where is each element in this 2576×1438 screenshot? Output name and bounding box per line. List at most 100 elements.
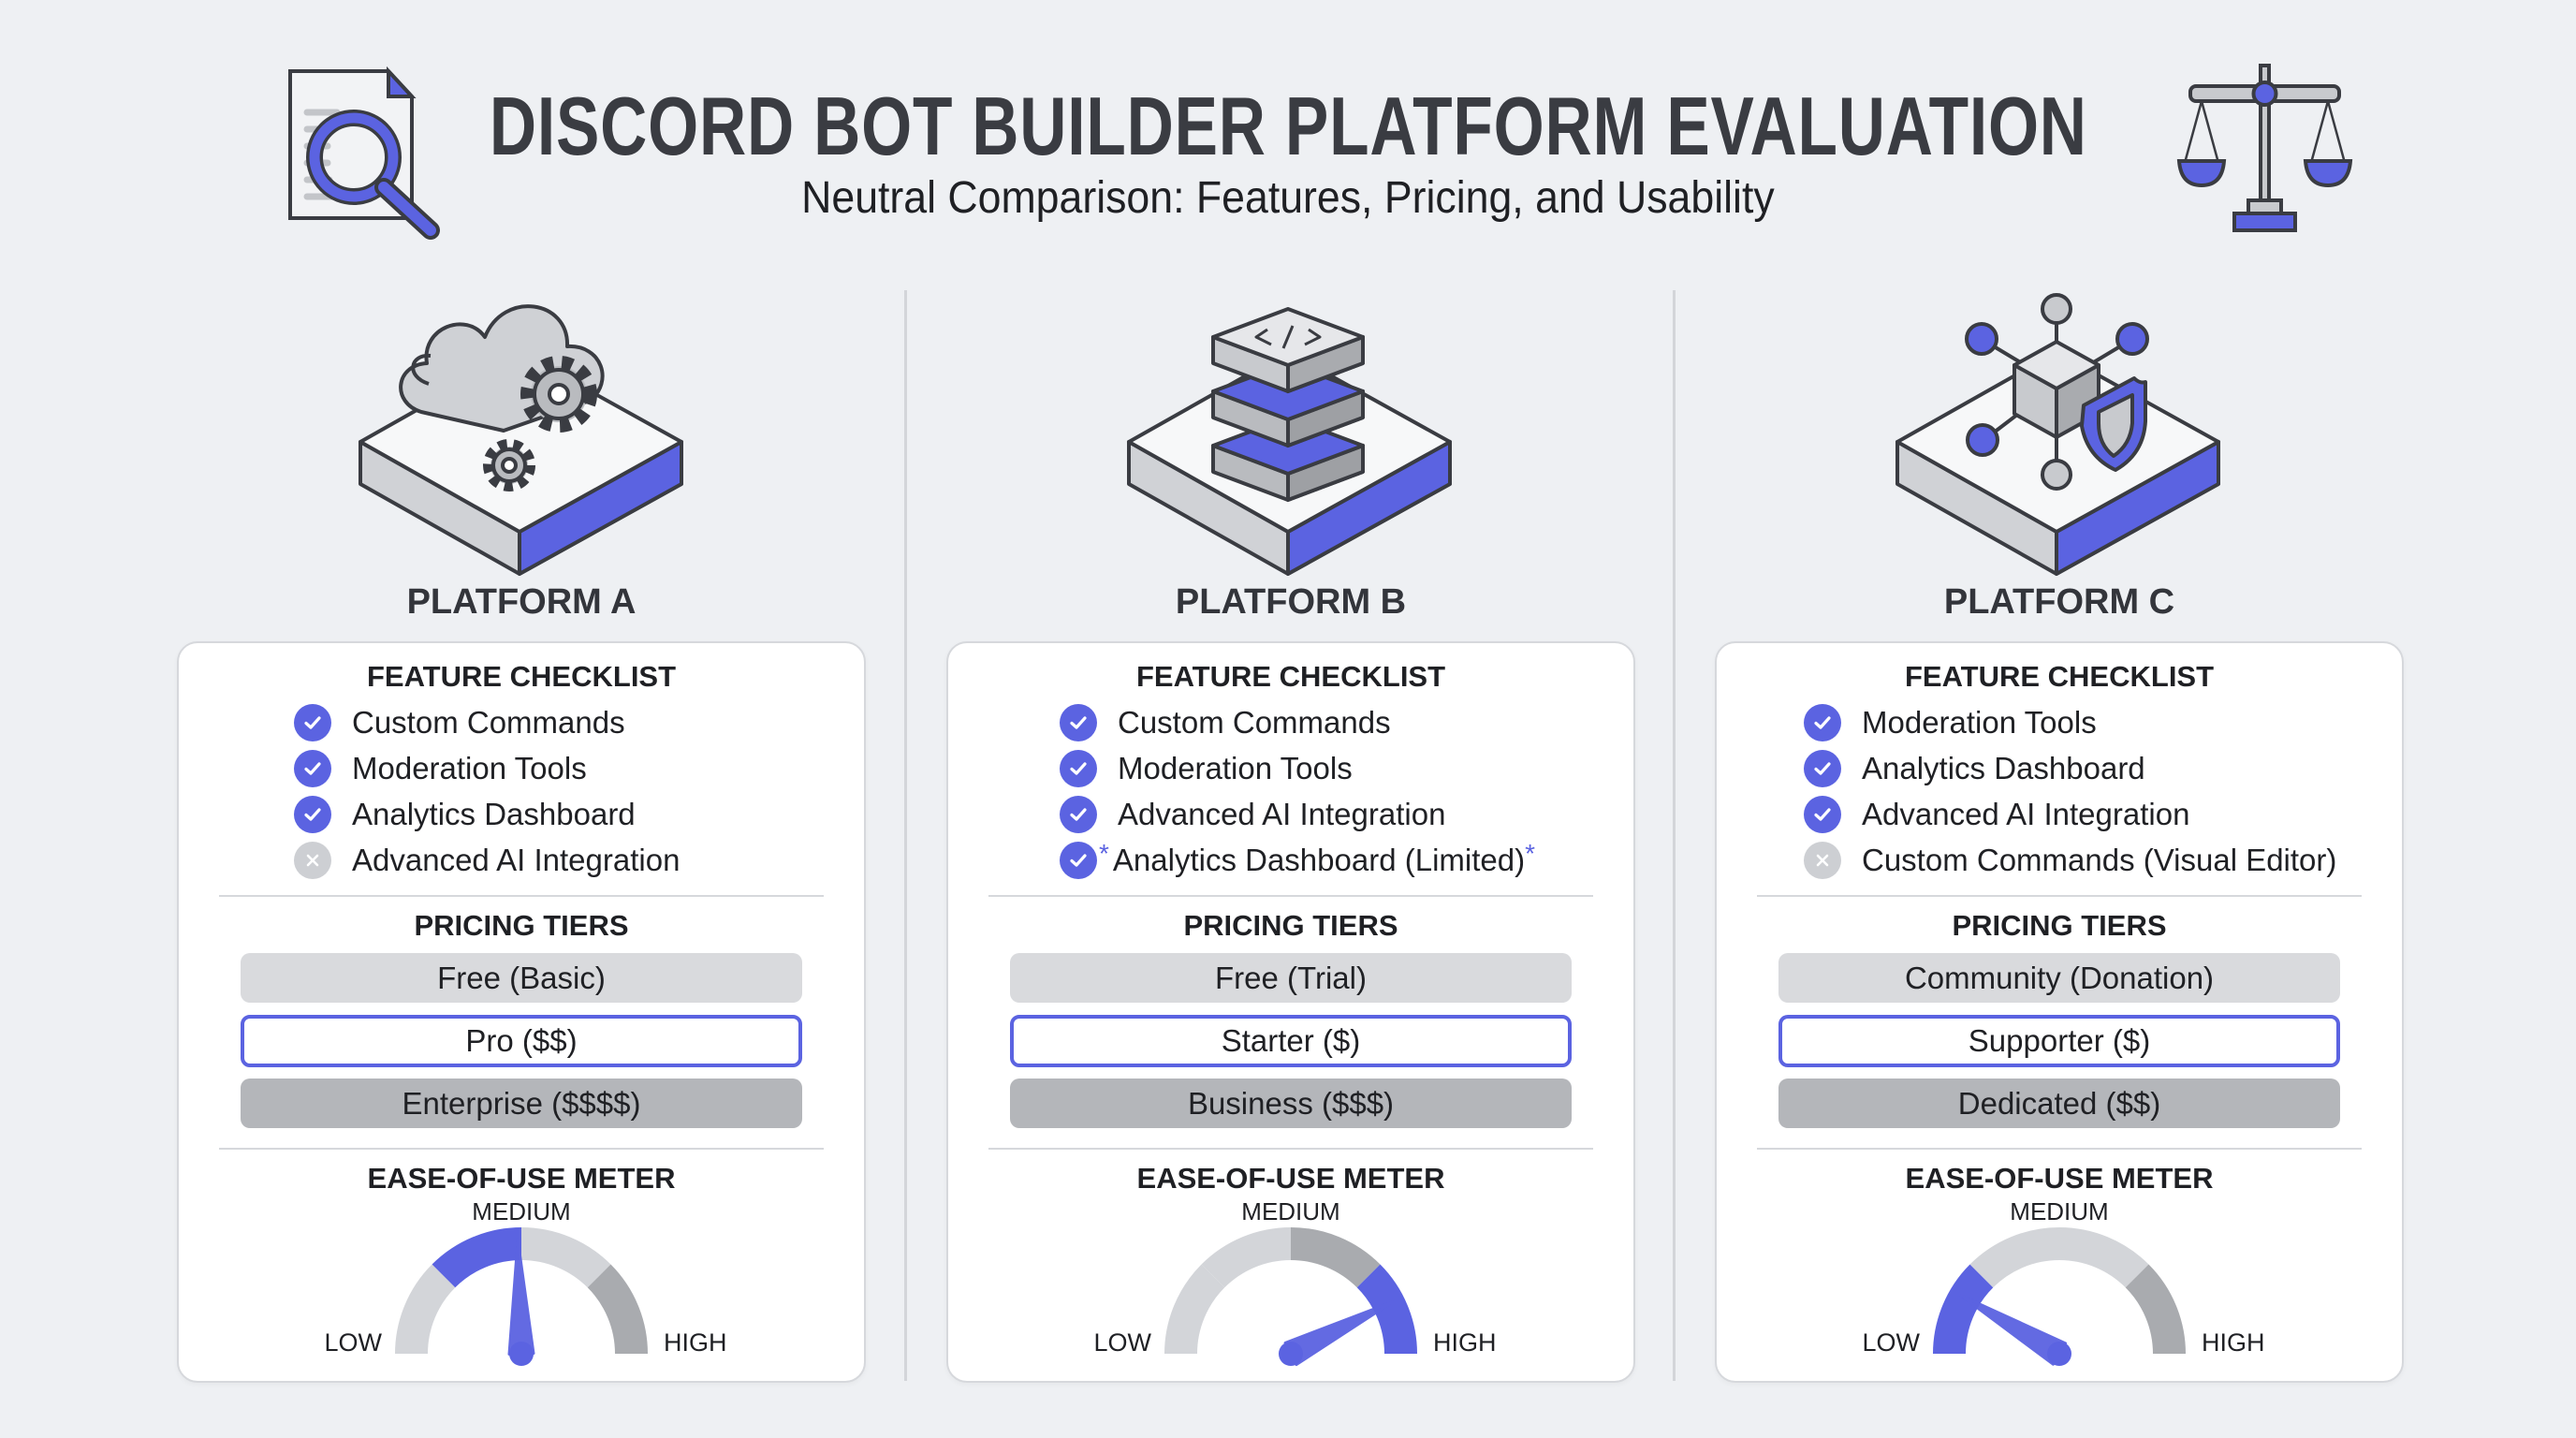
feature-label: Advanced AI Integration [352,842,681,877]
gauge-segment [1969,1227,2059,1288]
column-divider [904,290,907,1381]
feature-checklist-heading: FEATURE CHECKLIST [1135,660,1446,693]
column-divider [1673,290,1676,1381]
page-subtitle: Neutral Comparison: Features, Pricing, a… [0,172,2576,224]
gauge-segment [2125,1264,2186,1354]
gauge-segment [1356,1264,1417,1354]
feature-item: Analytics Dashboard [294,791,864,837]
ease-of-use-gauge [395,1227,648,1366]
page-title-text: DISCORD BOT BUILDER PLATFORM EVALUATION [489,80,2087,172]
feature-label: Advanced AI Integration [1862,796,2190,831]
pricing-tiers-heading: PRICING TIERS [414,909,629,942]
section-divider [219,895,824,897]
ease-meter-heading: EASE-OF-USE METER [367,1162,676,1195]
ease-of-use-gauge [1933,1227,2186,1366]
feature-checklist-heading: FEATURE CHECKLIST [366,660,677,693]
gauge-label-low: LOW [1093,1328,1151,1357]
ease-meter-heading: EASE-OF-USE METER [1905,1162,2214,1195]
feature-label: Analytics Dashboard (Limited) [1112,842,1526,877]
pricing-tiers-heading: PRICING TIERS [1952,909,2167,942]
feature-item: Moderation Tools [1804,699,2402,745]
check-circle-icon [294,749,331,787]
gauge-label-high: HIGH [1433,1328,1497,1357]
gauge-label-medium: MEDIUM [1241,1197,1340,1225]
gauge-label-medium: MEDIUM [2010,1197,2109,1225]
gauge-segment [1291,1227,1381,1288]
section-divider [988,895,1593,897]
pricing-tiers-heading: PRICING TIERS [1183,909,1398,942]
check-circle-icon [1804,703,1841,741]
section-divider [219,1148,824,1150]
pricing-tier-highlighted: Pro ($$) [241,1015,802,1067]
feature-label: Moderation Tools [1118,750,1353,785]
gauge-segment [395,1264,456,1354]
check-circle-icon [1804,795,1841,833]
check-circle-icon [1060,749,1097,787]
gauge-needle [507,1238,535,1366]
pricing-tier: Free (Basic) [241,953,802,1003]
feature-label: Advanced AI Integration [1118,796,1446,831]
gauge-label-high: HIGH [2202,1328,2265,1357]
feature-item: Custom Commands [1060,699,1633,745]
platform-name: PLATFORM B [1175,582,1407,622]
gauge-needle [1959,1294,2071,1366]
gauge-needle [1279,1300,1395,1367]
pricing-tier-highlighted: Supporter ($) [1778,1015,2340,1067]
gauge-label-medium: MEDIUM [472,1197,571,1225]
platform-name: PLATFORM A [406,582,637,622]
code-server-stack-icon [1127,307,1452,576]
feature-label: Moderation Tools [352,750,587,785]
feature-label: Custom Commands (Visual Editor) [1862,842,2337,877]
balance-scale-icon [2176,64,2353,232]
x-circle-icon [294,841,331,879]
gauge-label-low: LOW [324,1328,382,1357]
pricing-tier: Free (Trial) [1010,953,1572,1003]
gauge-segment [432,1227,521,1288]
gauge-segment [2059,1227,2149,1288]
check-circle-icon [1060,795,1097,833]
feature-item: Moderation Tools [294,745,864,791]
page-subtitle-text: Neutral Comparison: Features, Pricing, a… [801,173,1775,223]
gauge-label-high: HIGH [664,1328,727,1357]
feature-item: Advanced AI Integration [1804,791,2402,837]
feature-item: Custom Commands (Visual Editor) [1804,837,2402,883]
feature-label: Custom Commands [352,704,625,740]
feature-item: *Analytics Dashboard (Limited)* [1060,837,1633,883]
network-shield-icon [1895,293,2220,576]
check-circle-icon [1060,703,1097,741]
feature-item: Moderation Tools [1060,745,1633,791]
section-divider [1757,1148,2362,1150]
feature-label: Custom Commands [1118,704,1391,740]
pricing-tier: Enterprise ($$$$) [241,1078,802,1128]
pricing-tier-highlighted: Starter ($) [1010,1015,1572,1067]
feature-label: Analytics Dashboard [352,796,636,831]
gauge-segment [1933,1264,1994,1354]
x-circle-icon [1804,841,1841,879]
check-circle-icon [1804,749,1841,787]
gauge-segment [1164,1264,1225,1354]
cloud-gears-icon [359,304,683,576]
footnote-marker: * [1525,839,1535,868]
pricing-tier: Dedicated ($$) [1778,1078,2340,1128]
gauge-segment [587,1264,648,1354]
gauge-label-low: LOW [1862,1328,1920,1357]
footnote-marker: * [1099,839,1109,868]
feature-item: Analytics Dashboard [1804,745,2402,791]
platform-name: PLATFORM C [1943,582,2175,622]
check-circle-icon [294,795,331,833]
pricing-tier: Community (Donation) [1778,953,2340,1003]
feature-item: Advanced AI Integration [294,837,864,883]
feature-label: Analytics Dashboard [1862,750,2145,785]
gauge-segment [521,1227,611,1288]
document-search-icon [288,66,440,240]
pricing-tier: Business ($$$) [1010,1078,1572,1128]
ease-meter-heading: EASE-OF-USE METER [1136,1162,1445,1195]
feature-item: Advanced AI Integration [1060,791,1633,837]
section-divider [988,1148,1593,1150]
